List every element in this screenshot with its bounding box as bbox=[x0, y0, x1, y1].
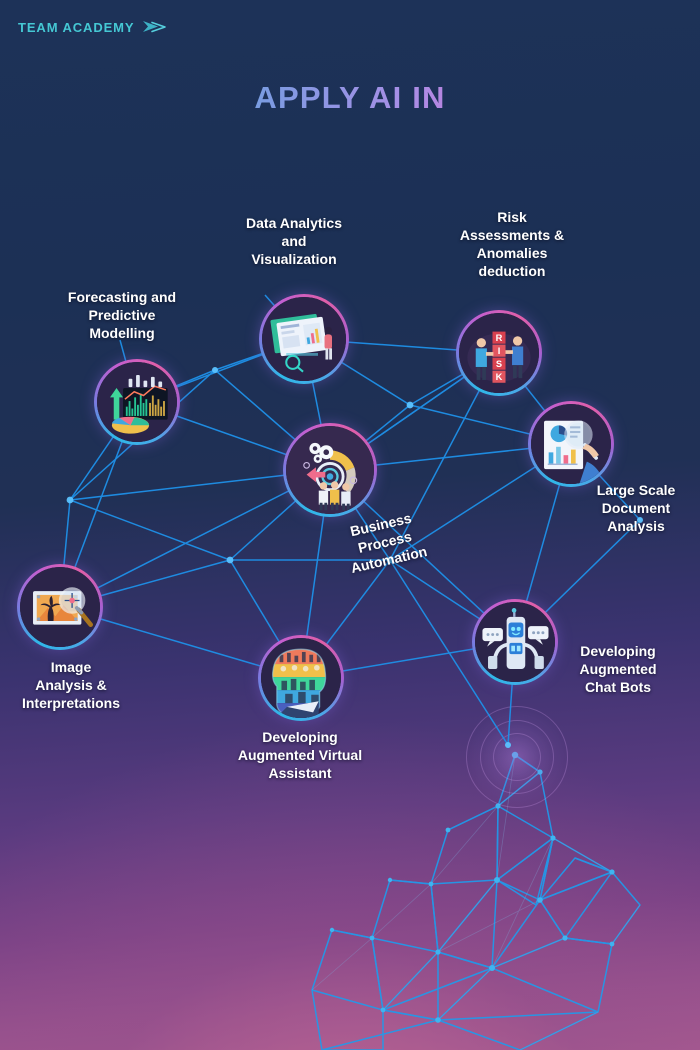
arrow-chevron-icon bbox=[143, 21, 167, 33]
svg-text:S: S bbox=[496, 359, 502, 369]
node-risk-assessment[interactable]: R I S K bbox=[456, 310, 542, 396]
node-chat-bots-inner bbox=[475, 602, 555, 682]
head-mind-icon bbox=[261, 638, 341, 718]
node-image-analysis[interactable] bbox=[17, 564, 103, 650]
node-virtual-assistant-inner bbox=[261, 638, 341, 718]
label-large-scale-document: Large Scale Document Analysis bbox=[596, 482, 676, 534]
chat-robot-icon bbox=[475, 602, 555, 682]
fingertip-ripple-inner bbox=[493, 733, 541, 781]
gears-automation-icon bbox=[286, 426, 374, 514]
label-risk-assessment: Risk Assessments & Anomalies deduction bbox=[459, 209, 565, 279]
svg-text:R: R bbox=[496, 333, 503, 343]
brand-logo: TEAM ACADEMY bbox=[18, 18, 167, 36]
label-forecasting: Forecasting and Predictive Modelling bbox=[67, 289, 177, 341]
label-image-analysis: Image Analysis & Interpretations bbox=[21, 659, 120, 711]
node-business-process-automation[interactable] bbox=[283, 423, 377, 517]
label-chat-bots: Developing Augmented Chat Bots bbox=[579, 643, 657, 695]
node-data-analytics[interactable] bbox=[259, 294, 349, 384]
document-magnifier-icon bbox=[531, 404, 611, 484]
node-data-analytics-inner bbox=[262, 297, 346, 381]
page-title: APPLY AI IN bbox=[0, 80, 700, 116]
node-large-scale-document-inner bbox=[531, 404, 611, 484]
node-business-process-automation-inner bbox=[286, 426, 374, 514]
dashboard-screen-icon bbox=[262, 297, 346, 381]
node-forecasting[interactable] bbox=[94, 359, 180, 445]
svg-text:K: K bbox=[496, 372, 503, 382]
photo-magnifier-icon bbox=[20, 567, 100, 647]
node-virtual-assistant[interactable] bbox=[258, 635, 344, 721]
brand-name: TEAM ACADEMY bbox=[18, 19, 135, 35]
node-chat-bots[interactable] bbox=[472, 599, 558, 685]
node-risk-assessment-inner: R I S K bbox=[459, 313, 539, 393]
node-image-analysis-inner bbox=[20, 567, 100, 647]
label-virtual-assistant: Developing Augmented Virtual Assistant bbox=[237, 729, 363, 781]
label-data-analytics: Data Analytics and Visualization bbox=[246, 215, 342, 267]
risk-blocks-icon: R I S K bbox=[459, 313, 539, 393]
forecast-chart-icon bbox=[97, 362, 177, 442]
node-forecasting-inner bbox=[97, 362, 177, 442]
svg-text:I: I bbox=[498, 346, 501, 356]
node-large-scale-document[interactable] bbox=[528, 401, 614, 487]
